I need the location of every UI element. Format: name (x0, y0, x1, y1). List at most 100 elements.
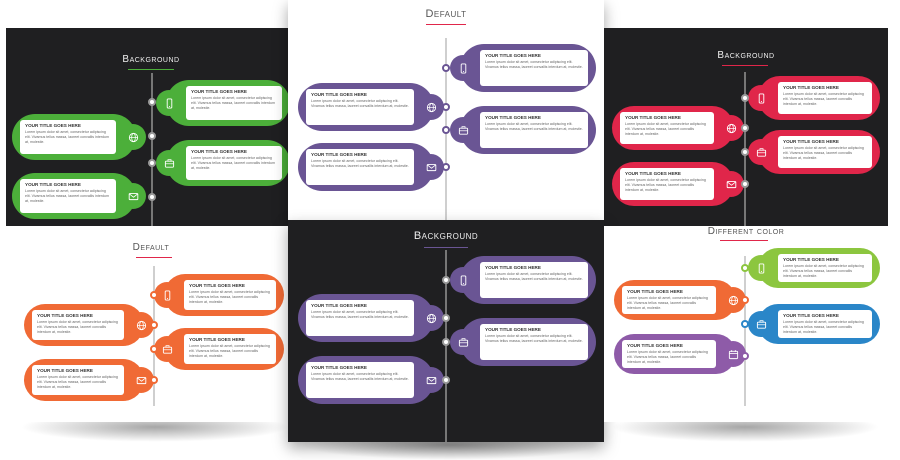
card-body: Lorem ipsum dolor sit amet, consectetur … (627, 296, 708, 310)
title-underline (722, 65, 768, 66)
card-title: YOUR TITLE GOES HERE (311, 92, 367, 97)
phone-icon (754, 261, 768, 275)
card-text-box: YOUR TITLE GOES HERE Lorem ipsum dolor si… (622, 286, 716, 314)
phone-icon (754, 91, 768, 105)
slide-title: Default (425, 8, 467, 20)
card-body: Lorem ipsum dolor sit amet, consectetur … (627, 350, 708, 364)
card-text-box: YOUR TITLE GOES HERE Lorem ipsum dolor si… (20, 120, 116, 154)
timeline-node (150, 376, 158, 384)
card-body: Lorem ipsum dolor sit amet, consectetur … (311, 372, 409, 381)
timeline-node (442, 314, 450, 322)
icon-badge (418, 154, 444, 180)
card-title: YOUR TITLE GOES HERE (485, 265, 541, 270)
card-title: YOUR TITLE GOES HERE (485, 115, 541, 120)
timeline-node (442, 338, 450, 346)
globe-icon (134, 318, 148, 332)
card-body: Lorem ipsum dolor sit amet, consectetur … (25, 130, 110, 144)
card-title: YOUR TITLE GOES HERE (25, 123, 81, 128)
icon-badge (418, 367, 444, 393)
card-title: YOUR TITLE GOES HERE (625, 171, 681, 176)
timeline-node (442, 126, 450, 134)
mail-icon (126, 189, 140, 203)
mail-icon (134, 373, 148, 387)
icon-badge (154, 282, 180, 308)
timeline-card: YOUR TITLE GOES HERE Lorem ipsum dolor si… (298, 83, 444, 131)
card-body: Lorem ipsum dolor sit amet, consectetur … (189, 290, 270, 304)
icon-badge (718, 171, 744, 197)
timeline-node (741, 124, 749, 132)
timeline-node (148, 132, 156, 140)
card-title: YOUR TITLE GOES HERE (189, 337, 245, 342)
calendar-icon (726, 347, 740, 361)
timeline-node (741, 296, 749, 304)
card-text-box: YOUR TITLE GOES HERE Lorem ipsum dolor si… (184, 280, 276, 310)
card-text-box: YOUR TITLE GOES HERE Lorem ipsum dolor si… (480, 324, 588, 360)
timeline-card: YOUR TITLE GOES HERE Lorem ipsum dolor si… (154, 328, 284, 370)
card-body: Lorem ipsum dolor sit amet, consectetur … (485, 334, 583, 343)
timeline-node (442, 276, 450, 284)
timeline (151, 73, 153, 226)
phone-icon (456, 61, 470, 75)
card-text-box: YOUR TITLE GOES HERE Lorem ipsum dolor si… (184, 334, 276, 364)
icon-badge (748, 85, 774, 111)
timeline-node (150, 291, 158, 299)
slide-title: Default (132, 242, 170, 253)
timeline-node (148, 193, 156, 201)
timeline-node (150, 321, 158, 329)
card-title: YOUR TITLE GOES HERE (783, 313, 839, 318)
card-body: Lorem ipsum dolor sit amet, consectetur … (189, 344, 270, 358)
card-body: Lorem ipsum dolor sit amet, consectetur … (783, 320, 864, 334)
card-title: YOUR TITLE GOES HERE (191, 89, 247, 94)
card-text-box: YOUR TITLE GOES HERE Lorem ipsum dolor si… (778, 310, 872, 338)
slide-title: Background (717, 50, 775, 61)
card-body: Lorem ipsum dolor sit amet, consectetur … (37, 375, 118, 389)
timeline-node (741, 180, 749, 188)
card-body: Lorem ipsum dolor sit amet, consectetur … (783, 92, 864, 106)
timeline-node (148, 159, 156, 167)
timeline-node (150, 345, 158, 353)
globe-icon (726, 293, 740, 307)
phone-icon (162, 96, 176, 110)
card-body: Lorem ipsum dolor sit amet, consectetur … (311, 99, 409, 108)
timeline-card: YOUR TITLE GOES HERE Lorem ipsum dolor si… (748, 304, 880, 344)
slide-title: Background (122, 54, 180, 65)
timeline (445, 250, 447, 442)
mail-icon (424, 373, 438, 387)
phone-icon (160, 288, 174, 302)
card-title: YOUR TITLE GOES HERE (485, 327, 541, 332)
card-title: YOUR TITLE GOES HERE (189, 283, 245, 288)
card-text-box: YOUR TITLE GOES HERE Lorem ipsum dolor si… (306, 89, 414, 125)
card-title: YOUR TITLE GOES HERE (627, 289, 683, 294)
timeline-node (148, 98, 156, 106)
title-underline (136, 257, 172, 258)
briefcase-icon (162, 156, 176, 170)
briefcase-icon (456, 123, 470, 137)
icon-badge (748, 255, 774, 281)
card-body: Lorem ipsum dolor sit amet, consectetur … (783, 264, 864, 278)
slide-bottom-left-default: Default YOUR TITLE GOES HERE Lorem ipsum … (6, 226, 296, 422)
card-body: Lorem ipsum dolor sit amet, consectetur … (25, 189, 110, 203)
timeline-card: YOUR TITLE GOES HERE Lorem ipsum dolor si… (154, 274, 284, 316)
icon-badge (128, 367, 154, 393)
